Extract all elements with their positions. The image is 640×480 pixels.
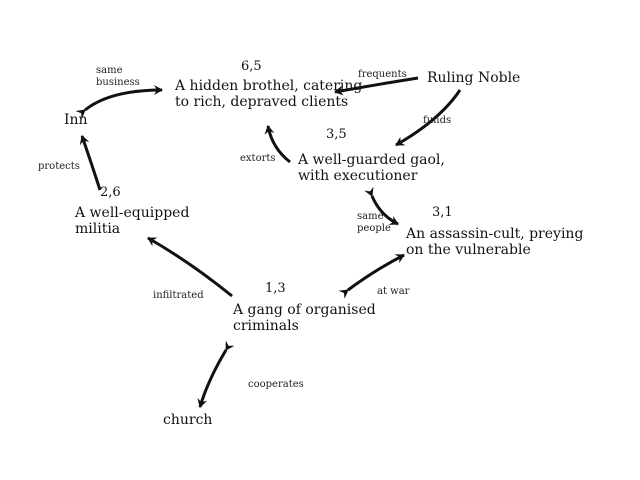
edge-gang-church (197, 340, 235, 408)
node-gang-line2: criminals (233, 318, 299, 335)
edge-label-same-people-line2: people (357, 222, 391, 234)
edge-label-same-business-line2: business (96, 76, 140, 88)
edge-label-infiltrated: infiltrated (153, 290, 204, 301)
edge-noble-gaol (395, 89, 462, 147)
node-gang: A gang of organised criminals (233, 302, 376, 334)
node-cult-line1: An assassin-cult, preying (406, 226, 584, 242)
node-brothel: A hidden brothel, catering to rich, depr… (175, 78, 362, 110)
edge-label-same-business-line1: same (96, 65, 123, 76)
node-brothel-code: 6,5 (241, 59, 262, 74)
node-gaol: A well-guarded gaol, with executioner (298, 152, 445, 184)
node-cult-line2: on the vulnerable (406, 242, 531, 259)
node-inn: Inn (64, 112, 88, 128)
node-gang-line1: A gang of organised (233, 302, 376, 318)
edge-gang-militia (147, 236, 233, 298)
node-militia: A well-equipped militia (75, 205, 189, 237)
edge-label-protects: protects (38, 161, 80, 172)
node-church: church (163, 412, 213, 428)
edge-noble-brothel (334, 76, 419, 96)
edge-militia-inn (79, 135, 102, 191)
node-gaol-code: 3,5 (326, 127, 347, 142)
edge-label-same-people-line1: same (357, 211, 384, 222)
node-cult-code: 3,1 (432, 205, 453, 220)
edge-label-cooperates: cooperates (248, 379, 304, 390)
node-militia-line2: militia (75, 221, 121, 238)
node-brothel-line2: to rich, depraved clients (175, 94, 349, 111)
node-gang-code: 1,3 (265, 281, 286, 296)
node-militia-code: 2,6 (100, 185, 121, 200)
node-gaol-line1: A well-guarded gaol, (298, 152, 445, 168)
edge-gaol-cult (364, 186, 399, 226)
edge-label-at-war: at war (377, 286, 410, 297)
node-cult: An assassin-cult, preying on the vulnera… (406, 226, 583, 258)
node-brothel-line1: A hidden brothel, catering (175, 78, 363, 94)
edge-label-extorts: extorts (240, 153, 276, 164)
edge-gang-cult (338, 253, 405, 299)
node-militia-line1: A well-equipped (75, 205, 190, 221)
edge-label-funds: funds (423, 115, 452, 126)
edge-inn-brothel (75, 85, 163, 119)
edge-label-same-business: same business (96, 65, 140, 88)
node-gaol-line2: with executioner (298, 168, 418, 185)
node-ruling-noble: Ruling Noble (427, 70, 521, 86)
edge-gaol-brothel (264, 125, 291, 164)
edge-label-frequents: frequents (358, 69, 407, 80)
edge-label-same-people: same people (357, 211, 391, 234)
